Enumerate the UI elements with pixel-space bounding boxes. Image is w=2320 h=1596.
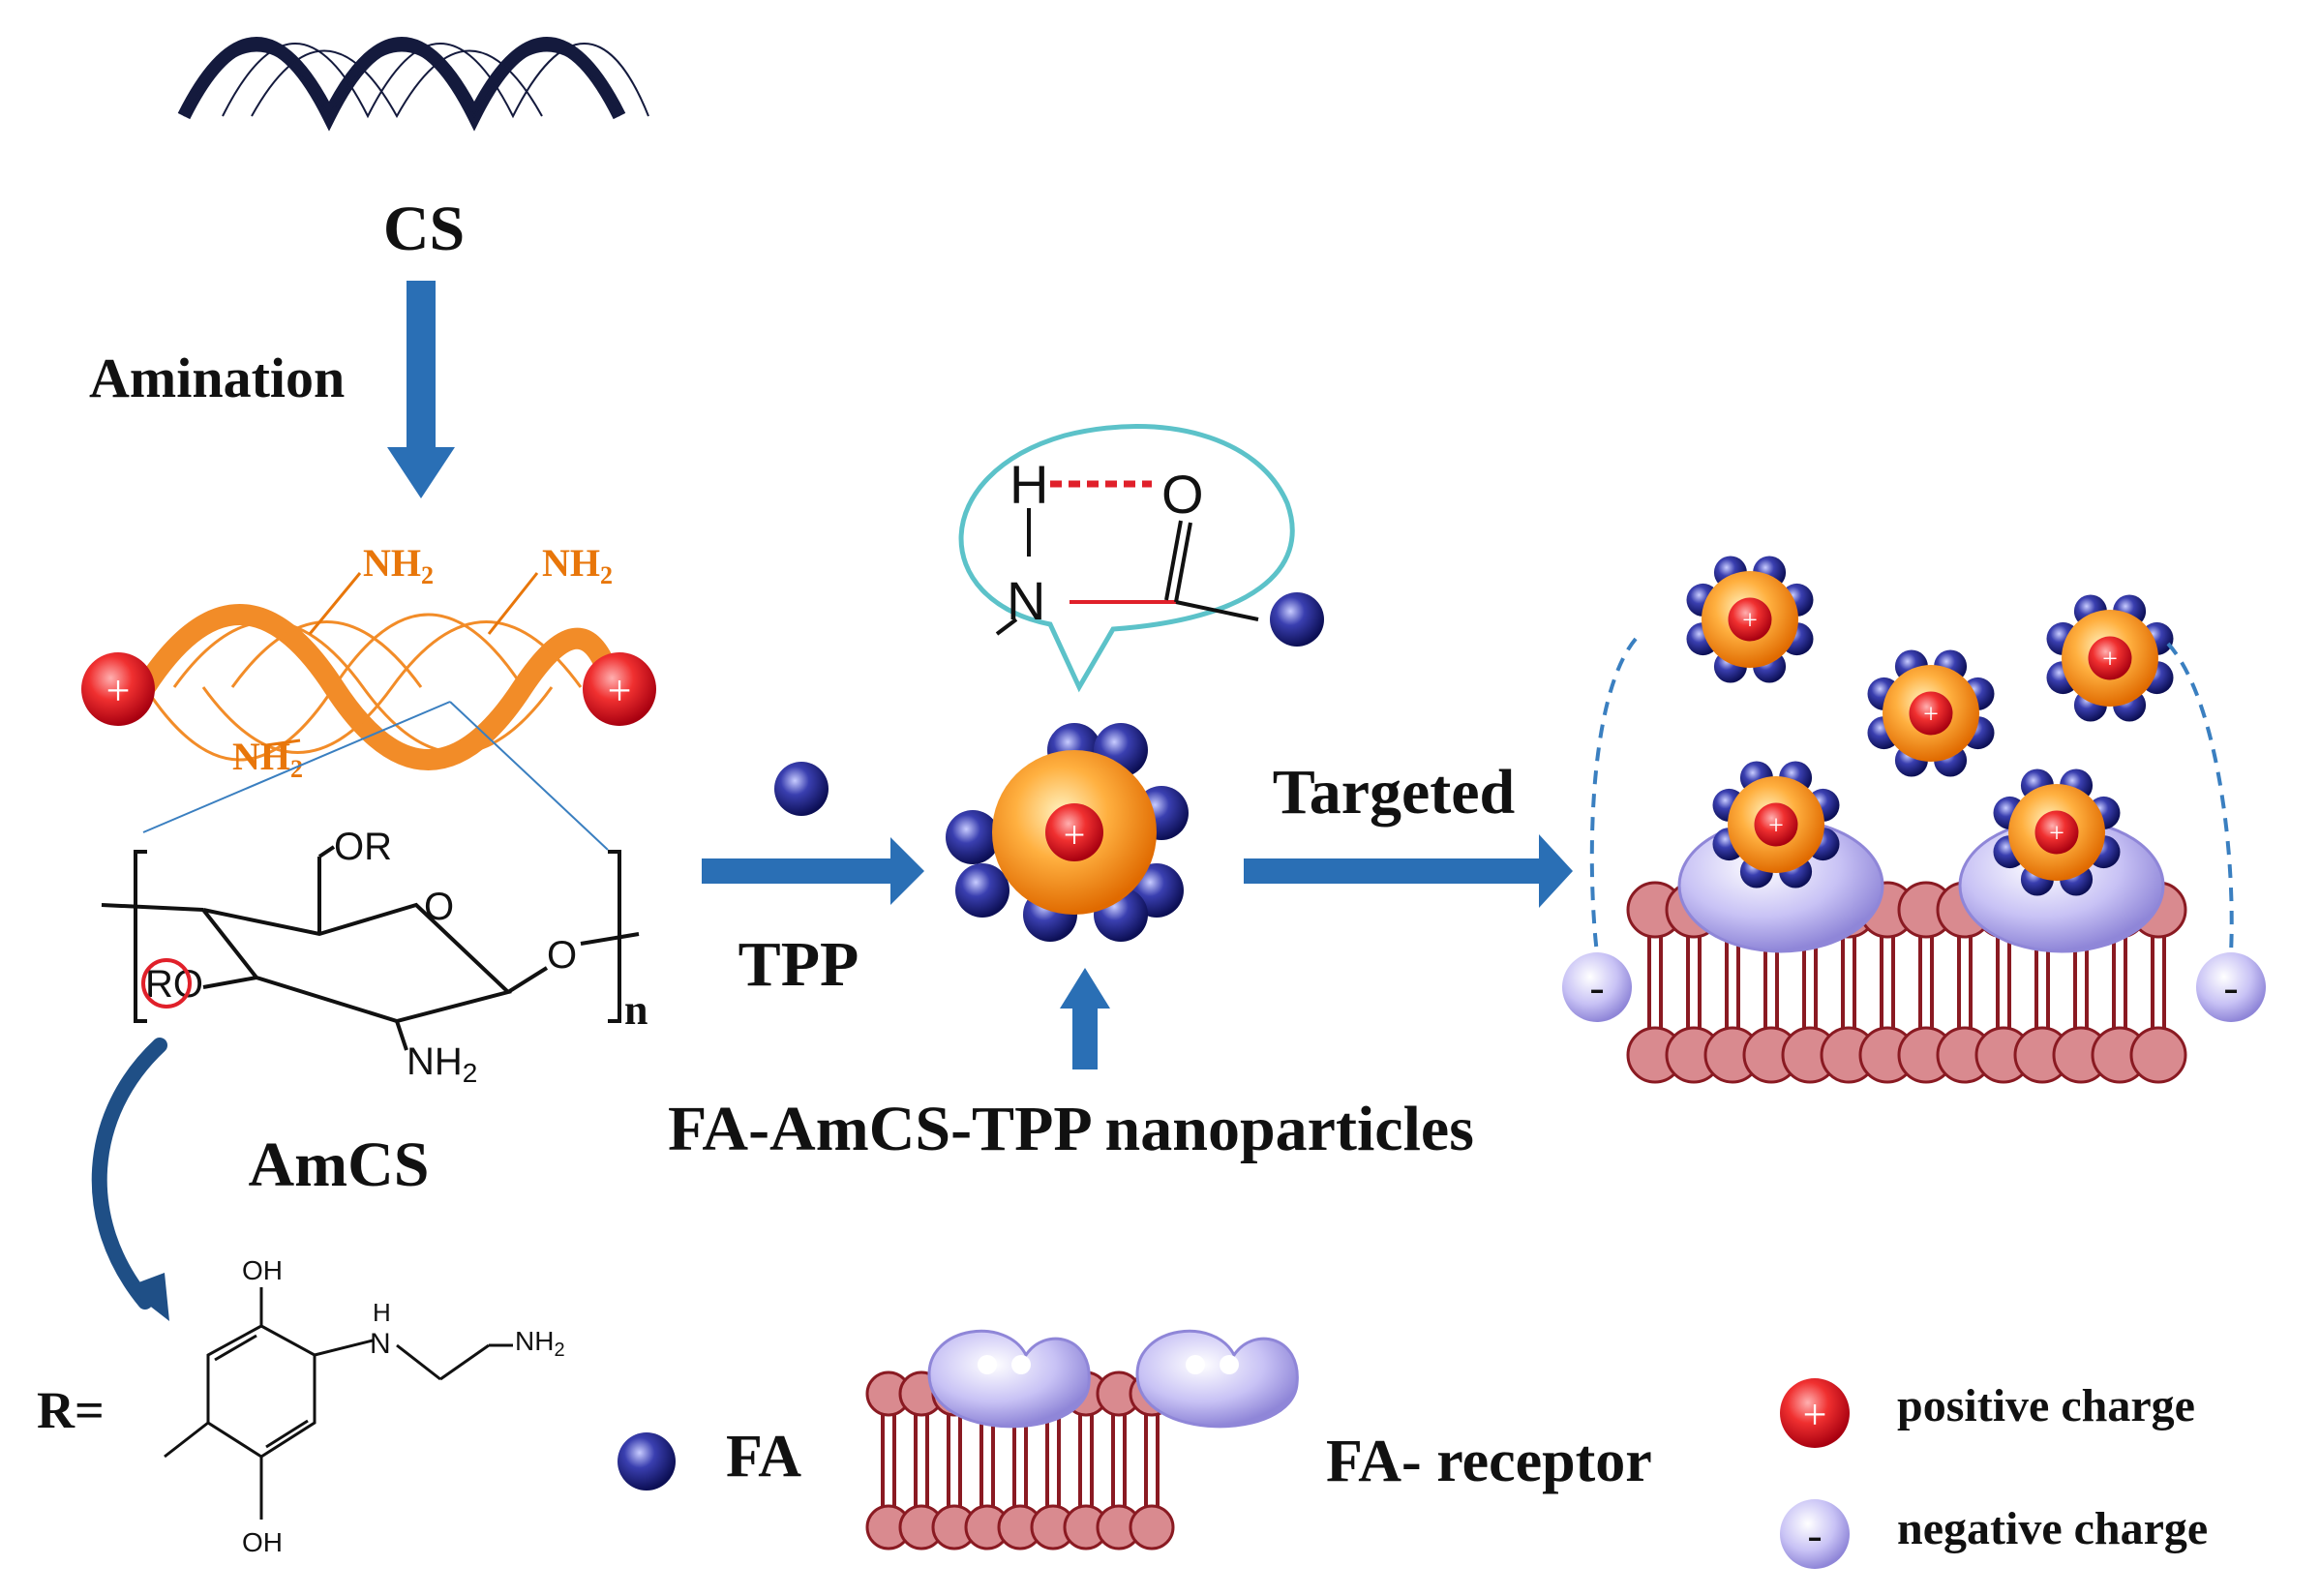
amination-arrow bbox=[387, 281, 455, 498]
fa-particle-free bbox=[774, 762, 829, 816]
nh2-label-1: NH2 bbox=[363, 541, 434, 589]
svg-text:+: + bbox=[1923, 700, 1939, 730]
svg-text:-: - bbox=[2223, 962, 2238, 1011]
nh2-label-3: NH2 bbox=[232, 735, 303, 783]
svg-text:+: + bbox=[1803, 1391, 1827, 1438]
glyco-o-label: O bbox=[547, 934, 577, 977]
nh2-ring-label: NH2 bbox=[407, 1040, 477, 1088]
ro-label: RO bbox=[145, 963, 203, 1006]
amide-structure bbox=[995, 480, 1259, 636]
oh-bottom-label: OH bbox=[242, 1527, 283, 1557]
speech-bubble bbox=[958, 424, 1295, 693]
svg-text:+: + bbox=[1064, 813, 1086, 857]
dashed-arcs bbox=[1589, 637, 2234, 954]
r-substituent bbox=[164, 1287, 513, 1520]
nh2-label-2: NH2 bbox=[542, 541, 613, 589]
amide-fa-particle bbox=[1270, 592, 1324, 647]
zoom-lines bbox=[142, 701, 609, 851]
amcs-helix bbox=[135, 604, 620, 770]
svg-text:+: + bbox=[608, 667, 632, 714]
legend-fa-icon bbox=[618, 1432, 676, 1491]
central-nanoparticle: + bbox=[946, 723, 1189, 942]
amide-h-label: H bbox=[1009, 454, 1048, 515]
legend-negative-label: negative charge bbox=[1897, 1503, 2208, 1554]
svg-text:+: + bbox=[2049, 819, 2064, 849]
nh-n-label: N bbox=[370, 1328, 391, 1360]
positive-charge-left: + bbox=[81, 652, 155, 726]
svg-text:+: + bbox=[106, 667, 131, 714]
positive-charge-right: + bbox=[583, 652, 656, 726]
amcs-ring-structure bbox=[101, 845, 640, 1051]
oh-top-label: OH bbox=[242, 1255, 283, 1285]
legend-positive-label: positive charge bbox=[1897, 1380, 2195, 1431]
up-arrow bbox=[1060, 968, 1110, 1069]
amide-o-label: O bbox=[1161, 464, 1204, 525]
negative-charge-left: - bbox=[1562, 952, 1632, 1022]
svg-text:+: + bbox=[1742, 606, 1758, 636]
svg-text:-: - bbox=[1589, 962, 1604, 1011]
svg-text:-: - bbox=[1807, 1510, 1822, 1559]
tpp-label: TPP bbox=[738, 929, 859, 1000]
legend-receptors bbox=[927, 1329, 1299, 1429]
nanoparticle-cluster: + + + + + bbox=[1686, 556, 2174, 896]
amcs-label: AmCS bbox=[248, 1129, 429, 1200]
amide-n-label: N bbox=[1007, 570, 1045, 631]
legend-positive-icon bbox=[1780, 1378, 1850, 1448]
nh2-tail-label: NH2 bbox=[515, 1326, 565, 1361]
legend-negative-icon bbox=[1780, 1499, 1850, 1569]
nh-h-label: H bbox=[373, 1298, 391, 1327]
amination-label: Amination bbox=[89, 346, 345, 409]
svg-text:+: + bbox=[1768, 811, 1784, 841]
curved-arrow bbox=[91, 1038, 169, 1321]
targeted-arrow bbox=[1244, 834, 1573, 908]
r-equals-label: R= bbox=[37, 1381, 105, 1439]
nh2-branches bbox=[265, 572, 539, 747]
cs-helix bbox=[177, 37, 649, 132]
ring-o-label: O bbox=[424, 886, 454, 928]
n-subscript: n bbox=[624, 986, 648, 1034]
legend-negative: - negative charge bbox=[1780, 1499, 2208, 1569]
legend-fa-label: FA bbox=[726, 1424, 801, 1490]
ro-highlight bbox=[141, 958, 192, 1009]
or-label: OR bbox=[334, 826, 392, 868]
cs-label: CS bbox=[383, 194, 465, 264]
legend-fa-receptor-label: FA- receptor bbox=[1326, 1429, 1652, 1494]
tpp-arrow bbox=[702, 837, 924, 905]
legend-positive: + positive charge bbox=[1780, 1378, 2195, 1448]
negative-charge-right: - bbox=[2196, 952, 2266, 1022]
svg-text:+: + bbox=[2102, 645, 2118, 675]
nanoparticles-label: FA-AmCS-TPP nanoparticles bbox=[668, 1094, 1474, 1164]
targeted-label: Targeted bbox=[1273, 757, 1516, 828]
legend-fa: FA bbox=[618, 1424, 801, 1491]
